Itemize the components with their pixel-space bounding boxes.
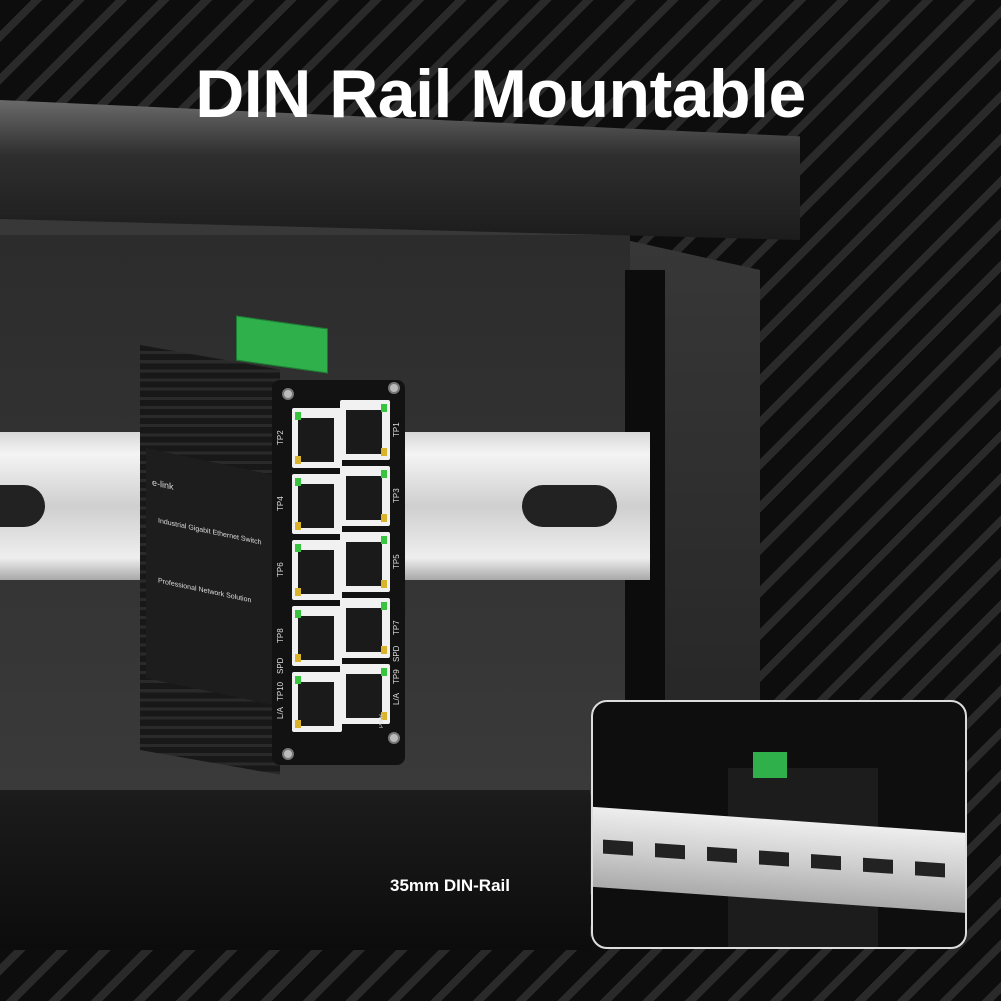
link-led-green	[381, 404, 387, 412]
ethernet-port[interactable]	[340, 664, 390, 724]
port-label: TP7	[392, 620, 401, 636]
link-led-green	[381, 668, 387, 676]
link-led-green	[295, 412, 301, 420]
port-jack	[346, 608, 382, 652]
activity-led-yellow	[381, 448, 387, 456]
ethernet-port[interactable]	[292, 540, 342, 600]
activity-led-yellow	[295, 654, 301, 662]
ethernet-port[interactable]	[340, 532, 390, 592]
link-led-green	[295, 676, 301, 684]
ethernet-port[interactable]	[292, 606, 342, 666]
rail-slot	[522, 485, 617, 527]
ethernet-port[interactable]	[292, 672, 342, 732]
screw-icon	[388, 732, 400, 744]
tagline-text: Professional Network Solution	[158, 577, 252, 605]
activity-led-yellow	[295, 456, 301, 464]
port-label: TP2	[276, 430, 285, 446]
activity-led-yellow	[295, 588, 301, 596]
activity-led-yellow	[381, 646, 387, 654]
activity-led-yellow	[381, 514, 387, 522]
link-led-green	[295, 478, 301, 486]
port-label: TP8	[276, 628, 285, 644]
port-label: TP9	[392, 669, 401, 685]
screw-icon	[282, 748, 294, 760]
inset-photo-din-rail-mount	[591, 700, 967, 949]
rail-slot	[0, 485, 45, 527]
din-rail-caption: 35mm DIN-Rail	[390, 876, 510, 895]
port-label: TP1	[392, 422, 401, 438]
activity-led-yellow	[381, 580, 387, 588]
port-label: TP6	[276, 562, 285, 578]
activity-led-yellow	[295, 720, 301, 728]
screw-icon	[388, 382, 400, 394]
port-jack	[298, 484, 334, 528]
spd-label: SPD	[392, 645, 401, 663]
link-led-green	[381, 602, 387, 610]
port-jack	[298, 616, 334, 660]
link-led-green	[295, 610, 301, 618]
port-label: TP10	[276, 681, 285, 701]
product-line-text: Industrial Gigabit Ethernet Switch	[158, 517, 262, 547]
ethernet-port[interactable]	[340, 598, 390, 658]
port-jack	[298, 550, 334, 594]
port-jack	[346, 542, 382, 586]
port-jack	[346, 674, 382, 718]
port-jack	[298, 682, 334, 726]
power-terminal-block	[753, 752, 787, 778]
activity-led-yellow	[381, 712, 387, 720]
cabinet-bottom	[0, 790, 590, 950]
port-label: TP5	[392, 554, 401, 570]
port-label: TP4	[276, 496, 285, 512]
screw-icon	[282, 388, 294, 400]
port-jack	[346, 476, 382, 520]
link-led-green	[381, 536, 387, 544]
port-jack	[298, 418, 334, 462]
ethernet-port[interactable]	[340, 466, 390, 526]
activity-led-yellow	[295, 522, 301, 530]
la-label: L/A	[276, 707, 285, 720]
spd-label: SPD	[276, 657, 285, 675]
brand-logo: e-link	[152, 477, 174, 492]
ethernet-port[interactable]	[292, 408, 342, 468]
port-jack	[346, 410, 382, 454]
ethernet-port[interactable]	[340, 400, 390, 460]
page-title: DIN Rail Mountable	[195, 56, 806, 132]
link-led-green	[295, 544, 301, 552]
la-label: L/A	[392, 693, 401, 706]
link-led-green	[381, 470, 387, 478]
port-label: TP3	[392, 488, 401, 504]
switch-side-panel: e-link Industrial Gigabit Ethernet Switc…	[146, 448, 272, 705]
pwr-label: PWR	[379, 714, 385, 728]
ethernet-port[interactable]	[292, 474, 342, 534]
